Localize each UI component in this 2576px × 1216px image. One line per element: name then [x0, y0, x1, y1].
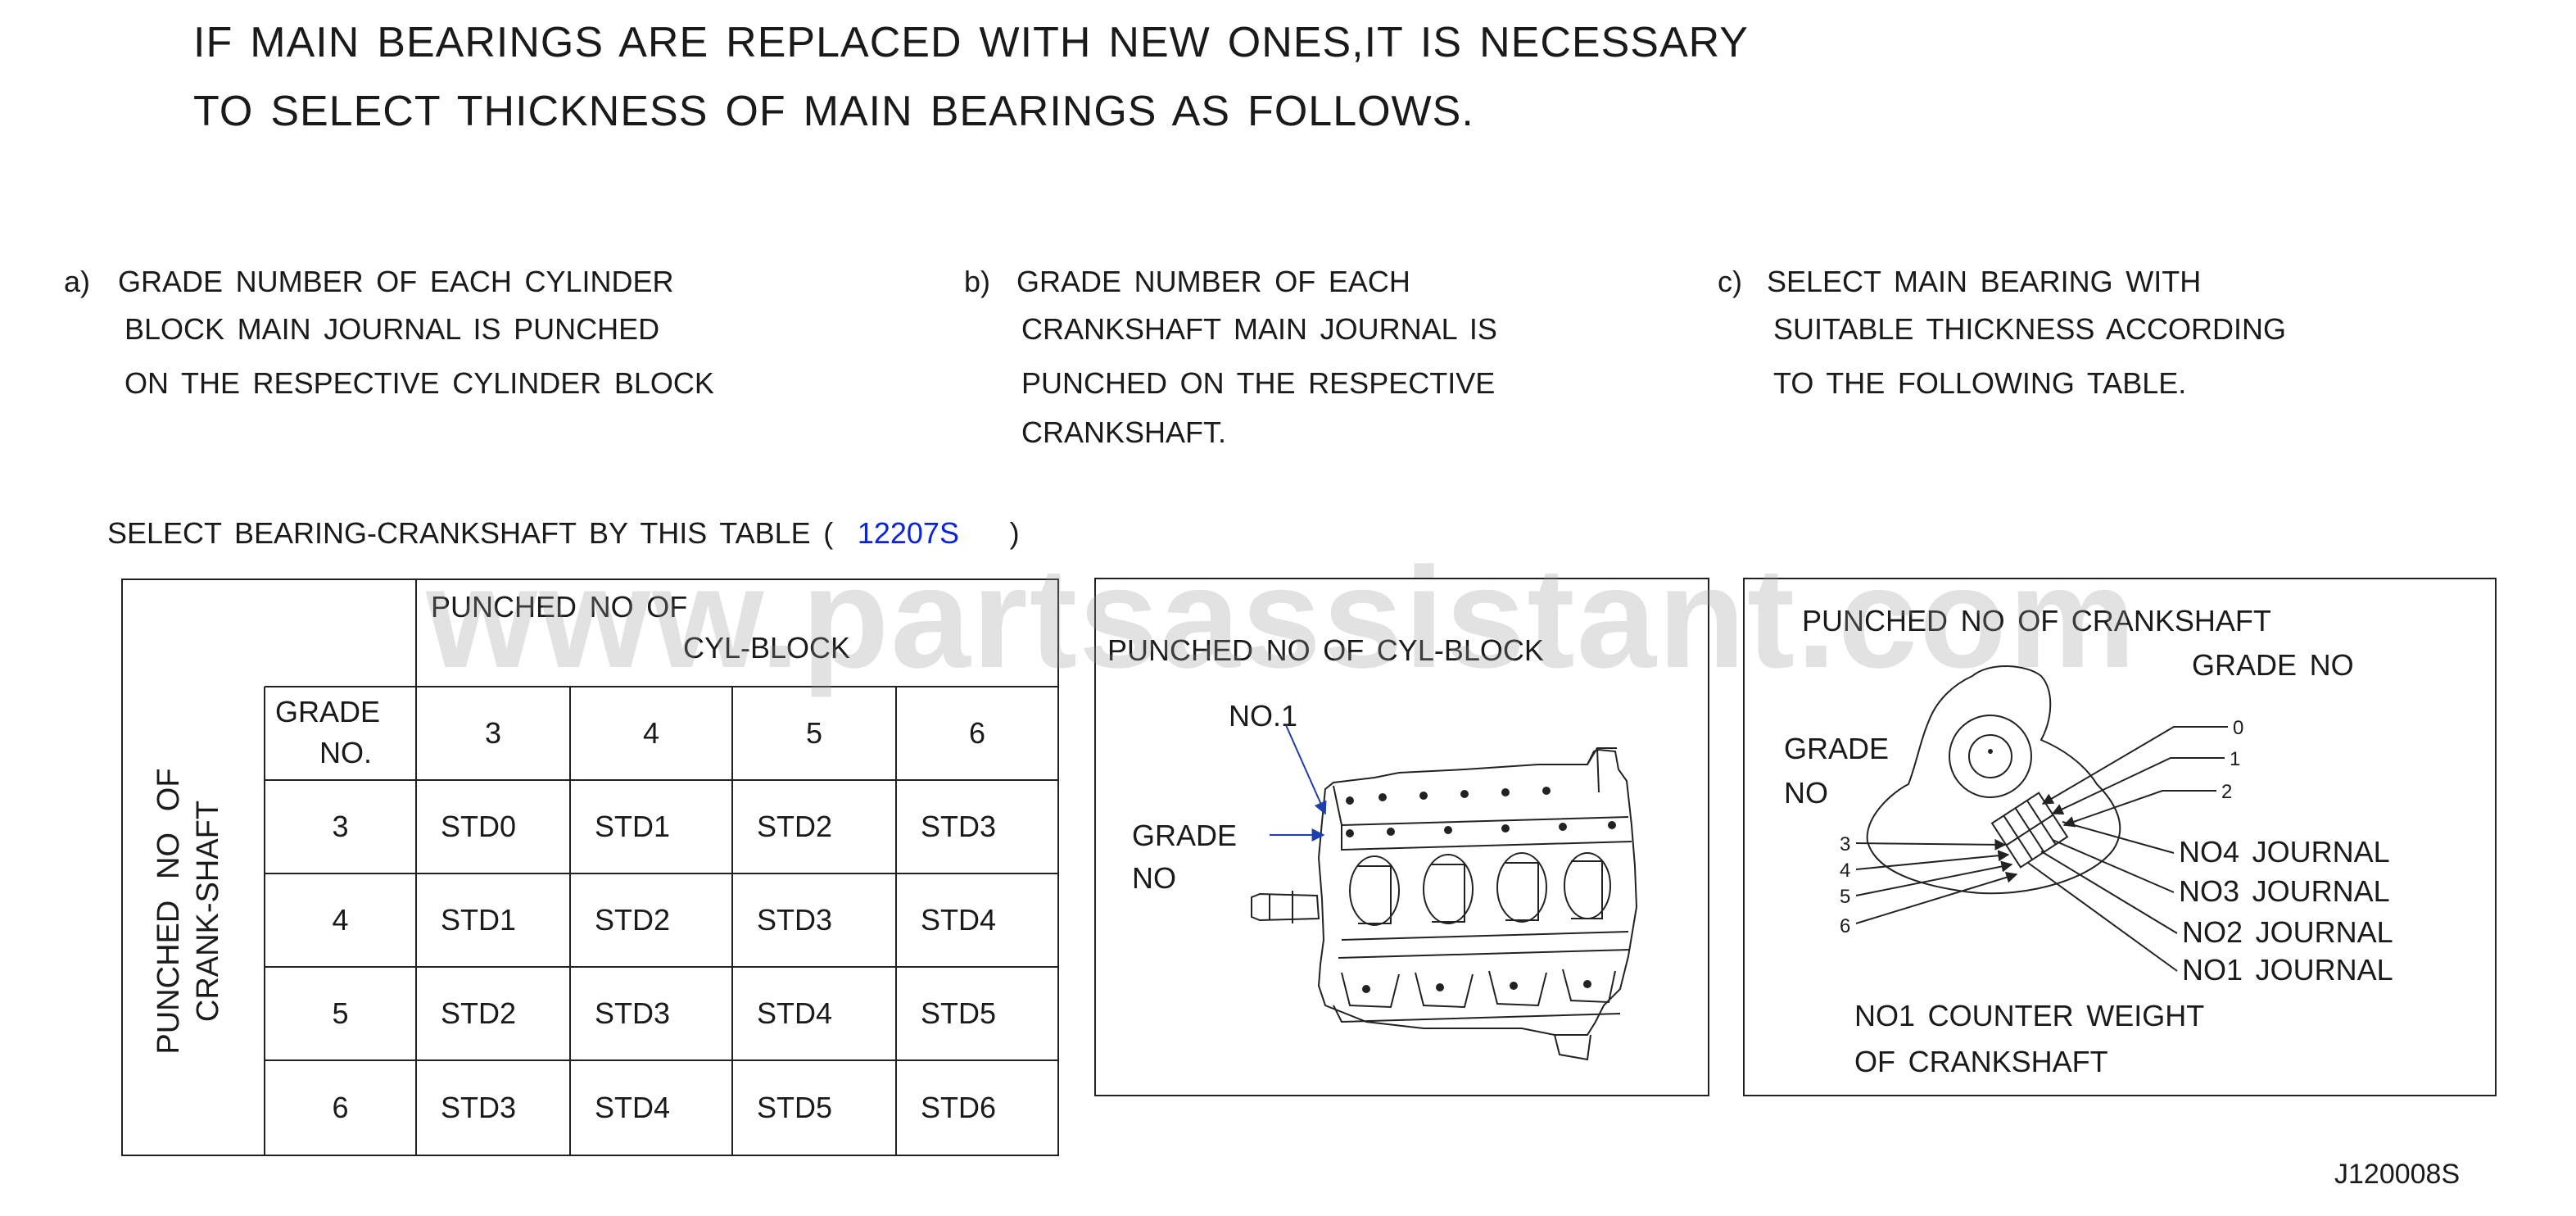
step-b-line-1: GRADE NUMBER OF EACH — [1016, 265, 1410, 298]
step-c: c) SELECT MAIN BEARING WITH SUITABLE THI… — [1718, 267, 2455, 406]
table-cell: STD6 — [921, 1091, 997, 1124]
step-c-line-2: SUITABLE THICKNESS ACCORDING — [1773, 312, 2286, 346]
grade-no-label-line-2: NO — [1132, 861, 1176, 895]
table-cell: STD1 — [595, 810, 671, 843]
step-b-line-3: PUNCHED ON THE RESPECTIVE — [1021, 366, 1496, 400]
table-cell: STD2 — [757, 810, 833, 843]
row-grade-5: 5 — [332, 996, 349, 1030]
col-grade-4: 4 — [642, 716, 660, 750]
digit-4: 4 — [1840, 860, 1851, 882]
grade-header-line-2: NO. — [319, 736, 373, 769]
col-header-line-2: CYL-BLOCK — [683, 631, 851, 665]
select-bearing-line: SELECT BEARING-CRANKSHAFT BY THIS TABLE … — [107, 516, 1020, 551]
step-c-marker: c) — [1718, 265, 1742, 298]
table-cell: STD3 — [921, 810, 997, 843]
table-cell: STD2 — [441, 996, 517, 1030]
crank-side-grade-line-1: GRADE — [1784, 732, 1890, 765]
row-grade-6: 6 — [332, 1091, 349, 1124]
step-c-line-1: SELECT MAIN BEARING WITH — [1767, 265, 2202, 298]
step-a-line-1: GRADE NUMBER OF EACH CYLINDER — [118, 265, 674, 298]
crank-grade-no-label: GRADE NO — [2192, 648, 2354, 682]
bearing-selection-table: PUNCHED NO OF CYL-BLOCK GRADE NO. PUNCHE… — [121, 579, 1059, 1156]
crank-panel-title: PUNCHED NO OF CRANKSHAFT — [1802, 604, 2271, 637]
table-cell: STD3 — [441, 1091, 517, 1124]
table-cell: STD5 — [921, 996, 997, 1030]
digit-0: 0 — [2233, 717, 2244, 739]
digit-3: 3 — [1840, 833, 1851, 855]
table-cell: STD4 — [921, 903, 997, 937]
journal-label-no2: NO2 JOURNAL — [2182, 915, 2393, 949]
crankshaft-panel: PUNCHED NO OF CRANKSHAFT GRADE NO GRADE … — [1743, 578, 2497, 1096]
row-grade-4: 4 — [332, 903, 349, 937]
instruction-heading-line-2: TO SELECT THICKNESS OF MAIN BEARINGS AS … — [193, 88, 1474, 135]
digit-2: 2 — [2221, 781, 2233, 803]
counter-weight-line-1: NO1 COUNTER WEIGHT — [1854, 999, 2205, 1032]
table-cell: STD5 — [757, 1091, 833, 1124]
table-cell: STD1 — [441, 903, 517, 937]
step-b: b) GRADE NUMBER OF EACH CRANKSHAFT MAIN … — [964, 267, 1619, 456]
step-b-line-2: CRANKSHAFT MAIN JOURNAL IS — [1021, 312, 1497, 346]
digit-6: 6 — [1840, 915, 1851, 937]
select-line-suffix: ) — [1009, 516, 1020, 550]
cylinder-block-panel: PUNCHED NO OF CYL-BLOCK NO.1 GRADE NO — [1094, 578, 1709, 1096]
table-grid — [121, 579, 1059, 1156]
crankshaft-drawing — [1855, 665, 2228, 972]
journal-label-no4: NO4 JOURNAL — [2179, 835, 2390, 869]
step-a-line-3: ON THE RESPECTIVE CYLINDER BLOCK — [124, 366, 714, 400]
step-c-line-3: TO THE FOLLOWING TABLE. — [1773, 366, 2187, 400]
counter-weight-line-2: OF CRANKSHAFT — [1854, 1045, 2108, 1078]
step-a-marker: a) — [64, 265, 91, 298]
cyl-panel-title: PUNCHED NO OF CYL-BLOCK — [1107, 633, 1544, 667]
grade-header-line-1: GRADE — [275, 695, 381, 728]
row-header-line-2: CRANK-SHAFT — [190, 800, 225, 1023]
row-header-line-1: PUNCHED NO OF — [152, 768, 186, 1055]
grade-no-label-line-1: GRADE — [1132, 819, 1238, 852]
step-b-line-4: CRANKSHAFT. — [1021, 415, 1227, 449]
col-header-line-1: PUNCHED NO OF — [431, 590, 688, 624]
document-code: J120008S — [2334, 1159, 2461, 1190]
digit-5: 5 — [1840, 886, 1851, 908]
table-cell: STD2 — [595, 903, 671, 937]
col-grade-5: 5 — [805, 716, 823, 750]
col-grade-6: 6 — [968, 716, 986, 750]
table-cell: STD3 — [595, 996, 671, 1030]
crank-side-grade-line-2: NO — [1784, 776, 1828, 810]
row-grade-3: 3 — [332, 810, 349, 843]
step-b-marker: b) — [964, 265, 991, 298]
table-cell: STD4 — [595, 1091, 671, 1124]
step-a-line-2: BLOCK MAIN JOURNAL IS PUNCHED — [124, 312, 660, 346]
col-grade-3: 3 — [484, 716, 502, 750]
row-header: PUNCHED NO OF CRANK-SHAFT — [150, 731, 232, 1091]
instruction-heading-line-1: IF MAIN BEARINGS ARE REPLACED WITH NEW O… — [193, 19, 1749, 66]
table-cell: STD4 — [757, 996, 833, 1030]
step-a: a) GRADE NUMBER OF EACH CYLINDER BLOCK M… — [64, 267, 883, 406]
cylinder-block-drawing — [1251, 724, 1638, 1061]
journal-label-no3: NO3 JOURNAL — [2179, 874, 2390, 908]
table-cell: STD3 — [757, 903, 833, 937]
digit-1: 1 — [2230, 748, 2241, 770]
table-cell: STD0 — [441, 810, 517, 843]
journal-label-no1: NO1 JOURNAL — [2182, 953, 2393, 987]
part-code-link[interactable]: 12207S — [857, 516, 959, 550]
select-line-prefix: SELECT BEARING-CRANKSHAFT BY THIS TABLE … — [107, 516, 834, 550]
